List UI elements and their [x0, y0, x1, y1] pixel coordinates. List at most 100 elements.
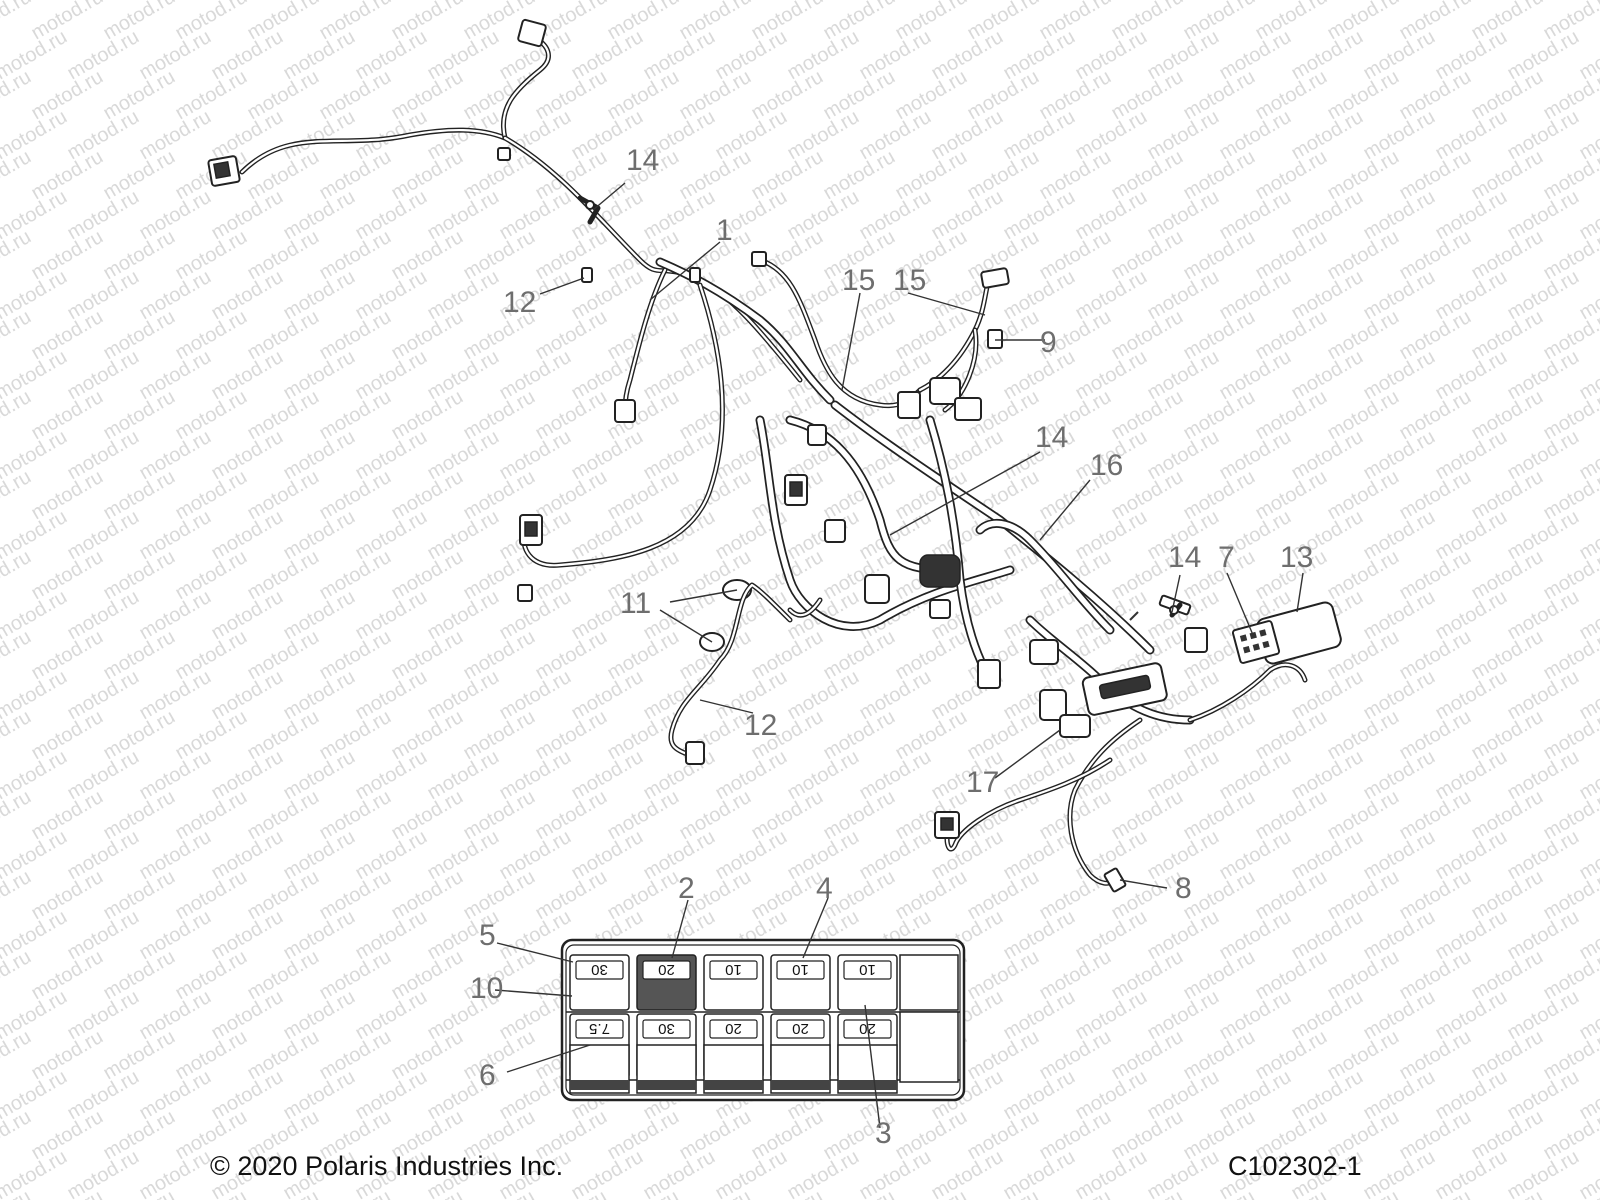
watermark-text: motod.ru — [1216, 266, 1295, 325]
watermark-text: motod.ru — [64, 266, 143, 325]
watermark-text: motod.ru — [424, 826, 503, 885]
watermark-text: motod.ru — [532, 466, 611, 525]
watermark-text: motod.ru — [1144, 106, 1223, 165]
watermark-text: motod.ru — [1180, 706, 1259, 765]
watermark-text: motod.ru — [1216, 1066, 1295, 1125]
fuse-rating-top-1: 30 — [591, 961, 608, 978]
watermark-text: motod.ru — [1216, 186, 1295, 245]
fuse-label-box — [776, 1019, 825, 1039]
watermark-text: motod.ru — [28, 1026, 107, 1085]
fuse-label-box — [843, 960, 892, 980]
watermark-text: motod.ru — [172, 386, 251, 445]
watermark-text: motod.ru — [784, 186, 863, 245]
watermark-text: motod.ru — [532, 626, 611, 685]
watermark-text: motod.ru — [280, 26, 359, 85]
watermark-text: motod.ru — [1000, 586, 1079, 645]
watermark-text: motod.ru — [928, 106, 1007, 165]
watermark-text: motod.ru — [1252, 306, 1331, 365]
watermark-text: motod.ru — [100, 946, 179, 1005]
watermark-text: motod.ru — [1504, 986, 1583, 1045]
watermark-text: motod.ru — [1396, 626, 1475, 685]
watermark-text: motod.ru — [1288, 1066, 1367, 1125]
watermark-text: motod.ru — [424, 186, 503, 245]
callout-15-right: 15 — [893, 264, 926, 297]
watermark-text: motod.ru — [604, 866, 683, 925]
watermark-text: motod.ru — [208, 506, 287, 565]
watermark-text: motod.ru — [352, 1066, 431, 1125]
watermark-text: motod.ru — [1504, 746, 1583, 805]
callout-11: 11 — [620, 587, 651, 620]
watermark-text: motod.ru — [1216, 986, 1295, 1045]
watermark-text: motod.ru — [64, 586, 143, 645]
watermark-text: motod.ru — [1216, 906, 1295, 965]
watermark-text: motod.ru — [640, 346, 719, 405]
watermark-text: motod.ru — [1108, 386, 1187, 445]
watermark-text: motod.ru — [352, 746, 431, 805]
watermark-text: motod.ru — [28, 386, 107, 445]
watermark-text: motod.ru — [1396, 466, 1475, 525]
watermark-text: motod.ru — [1504, 1146, 1583, 1200]
watermark-text: motod.ru — [568, 1146, 647, 1200]
watermark-text: motod.ru — [1036, 946, 1115, 1005]
watermark-text: motod.ru — [604, 786, 683, 845]
watermark-text: motod.ru — [712, 746, 791, 805]
watermark-text: motod.ru — [604, 1106, 683, 1165]
watermark-text: motod.ru — [1108, 946, 1187, 1005]
watermark-text: motod.ru — [1432, 746, 1511, 805]
watermark-text: motod.ru — [1000, 1066, 1079, 1125]
watermark-text: motod.ru — [460, 226, 539, 285]
watermark-text: motod.ru — [640, 1146, 719, 1200]
callout-4: 4 — [816, 872, 833, 905]
watermark-text: motod.ru — [496, 346, 575, 405]
watermark-text: motod.ru — [64, 186, 143, 245]
watermark-text: motod.ru — [424, 746, 503, 805]
watermark-text: motod.ru — [64, 506, 143, 565]
watermark-text: motod.ru — [1072, 266, 1151, 325]
callout-9: 9 — [1040, 326, 1057, 359]
watermark-text: motod.ru — [136, 1066, 215, 1125]
watermark-text: motod.ru — [424, 666, 503, 725]
watermark-text: motod.ru — [1144, 266, 1223, 325]
callout-10: 10 — [470, 972, 503, 1005]
watermark-text: motod.ru — [1036, 226, 1115, 285]
watermark-text: motod.ru — [28, 626, 107, 685]
watermark-text: motod.ru — [1108, 1026, 1187, 1085]
watermark-text: motod.ru — [316, 946, 395, 1005]
watermark-text: motod.ru — [784, 26, 863, 85]
watermark-text: motod.ru — [1432, 346, 1511, 405]
watermark-text: motod.ru — [388, 866, 467, 925]
fuse-slot-base — [637, 1080, 696, 1090]
watermark-text: motod.ru — [208, 986, 287, 1045]
watermark-text: motod.ru — [1504, 506, 1583, 565]
watermark-text: motod.ru — [208, 26, 287, 85]
watermark-text: motod.ru — [244, 946, 323, 1005]
watermark-text: motod.ru — [676, 1106, 755, 1165]
watermark-text: motod.ru — [1432, 26, 1511, 85]
watermark-text: motod.ru — [820, 66, 899, 125]
fuse-rating-middle-3: 20 — [725, 1020, 742, 1037]
watermark-text: motod.ru — [1360, 186, 1439, 245]
watermark-text: motod.ru — [100, 1026, 179, 1085]
watermark-text: motod.ru — [388, 146, 467, 205]
watermark-text: motod.ru — [1180, 66, 1259, 125]
watermark-text: motod.ru — [1000, 906, 1079, 965]
watermark-text: motod.ru — [1288, 106, 1367, 165]
watermark-text: motod.ru — [532, 226, 611, 285]
watermark-text: motod.ru — [0, 0, 35, 44]
watermark-text: motod.ru — [424, 506, 503, 565]
watermark-text: motod.ru — [820, 626, 899, 685]
watermark-text: motod.ru — [568, 26, 647, 85]
fuse-label-box — [642, 960, 691, 980]
watermark-text: motod.ru — [172, 1026, 251, 1085]
watermark-text: motod.ru — [1432, 826, 1511, 885]
watermark-text: motod.ru — [352, 506, 431, 565]
watermark-text: motod.ru — [1468, 466, 1547, 525]
watermark-text: motod.ru — [28, 706, 107, 765]
watermark-text: motod.ru — [712, 26, 791, 85]
watermark-text: motod.ru — [352, 266, 431, 325]
watermark-text: motod.ru — [1144, 426, 1223, 485]
watermark-text: motod.ru — [100, 146, 179, 205]
watermark-text: motod.ru — [1432, 1146, 1511, 1200]
